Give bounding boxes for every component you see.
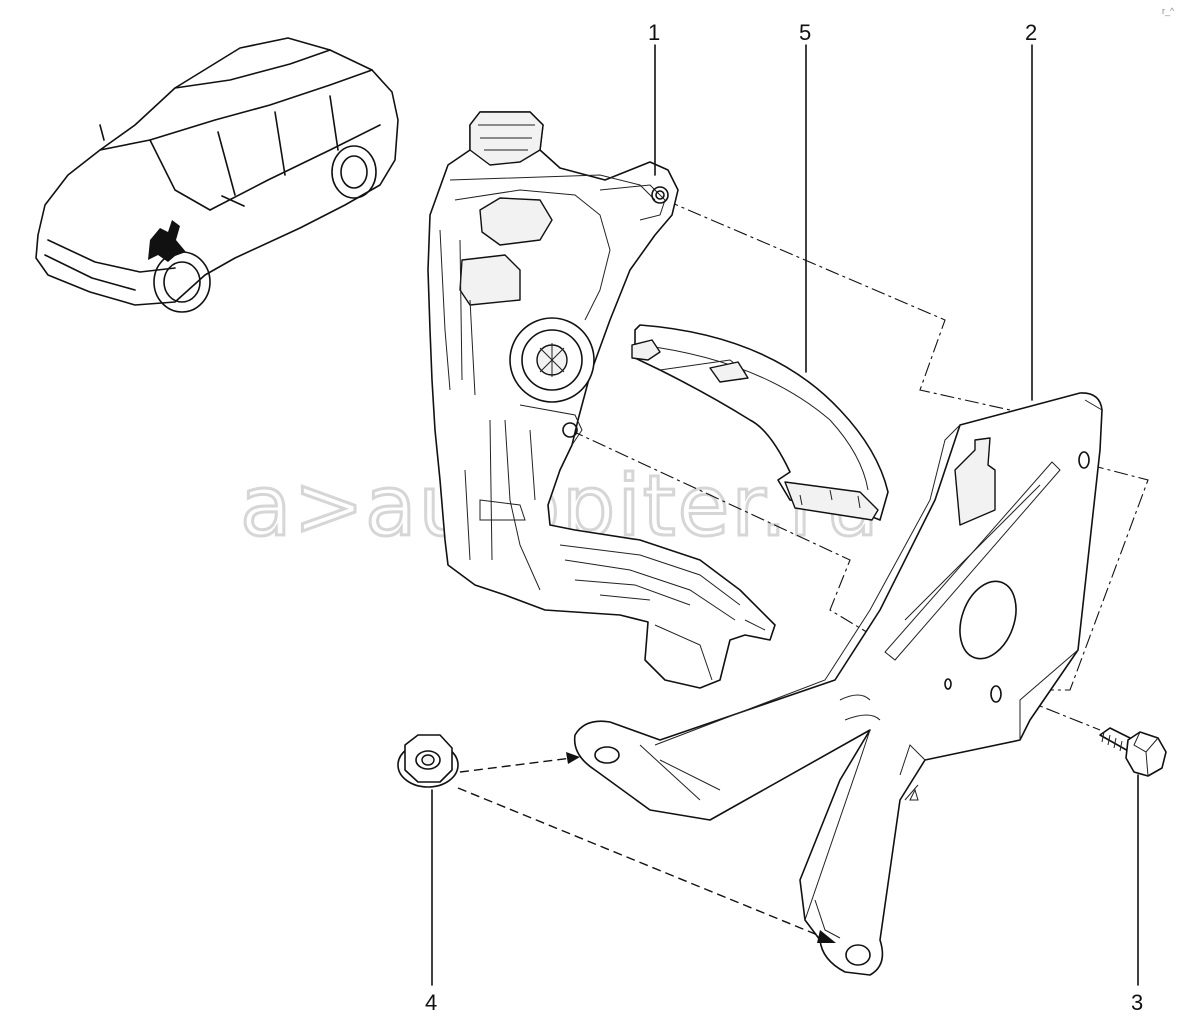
leader-lines: [431, 44, 1139, 986]
pedal-cover: [631, 324, 889, 521]
car-locator-icon: [35, 37, 399, 313]
callout-1: 1: [648, 20, 660, 45]
bolt: [1099, 727, 1167, 777]
pedal-mounting-bracket: [573, 392, 1103, 976]
flange-nut: [397, 734, 459, 788]
accelerator-pedal-module: [427, 111, 776, 689]
arrow-head-icon: [566, 752, 580, 764]
corner-mark: r_^: [1162, 6, 1175, 16]
callout-labels: 1 5 2 4 3: [425, 20, 1143, 1015]
pedal-location-marker: [148, 220, 186, 262]
callout-4: 4: [425, 990, 437, 1015]
arrow-head-icon: [817, 930, 836, 943]
callout-5: 5: [799, 20, 811, 45]
watermark-logo: a>: [240, 457, 366, 555]
assembly-arrows: [457, 752, 836, 943]
callout-3: 3: [1131, 990, 1143, 1015]
callout-2: 2: [1025, 20, 1037, 45]
